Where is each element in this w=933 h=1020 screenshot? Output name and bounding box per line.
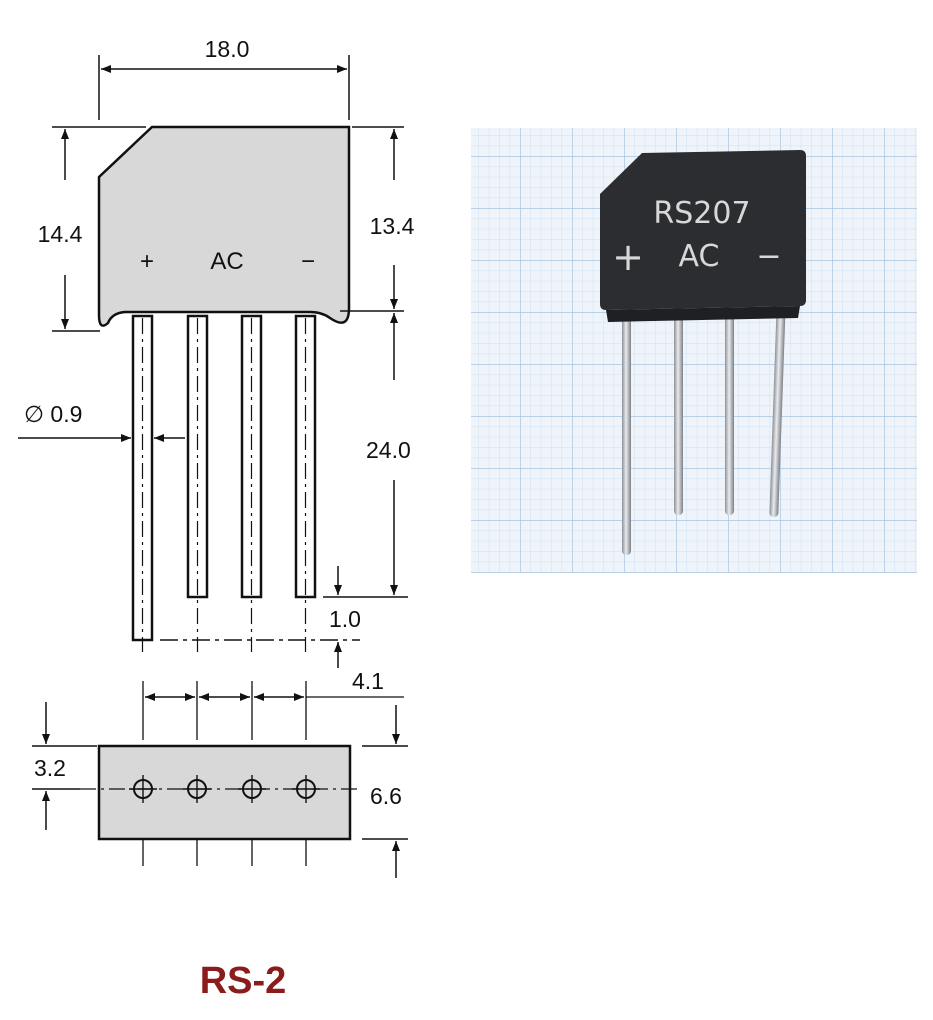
photo-lead-plus xyxy=(622,305,631,555)
dim-lead-length-label: 24.0 xyxy=(366,437,411,463)
dim-center-offset: 3.2 xyxy=(32,702,97,830)
photo-plus-mark: + xyxy=(612,235,644,279)
dim-center-offset-label: 3.2 xyxy=(34,755,66,781)
lead-plus xyxy=(131,314,154,652)
lead-holes xyxy=(129,775,320,866)
dim-pitch-label: 4.1 xyxy=(352,668,384,694)
dim-thickness: 6.6 xyxy=(362,705,408,878)
photo-minus-mark: − xyxy=(756,239,781,274)
lead-ac-2 xyxy=(240,314,263,652)
lead-ac-1 xyxy=(186,314,209,652)
dim-width-label: 18.0 xyxy=(205,36,250,62)
ac-mark: AC xyxy=(210,248,243,275)
dim-lead-diameter-label: ∅ 0.9 xyxy=(24,401,82,427)
dim-thickness-label: 6.6 xyxy=(370,783,402,809)
front-view: + AC − 18.0 14.4 13.4 xyxy=(18,36,415,668)
package-name: RS-2 xyxy=(200,960,287,1002)
lead-minus xyxy=(294,314,317,652)
dim-height-left: 14.4 xyxy=(38,126,146,332)
dim-lead-offset: 1.0 xyxy=(160,566,361,668)
dim-lead-length: 24.0 xyxy=(323,313,411,598)
photo-lead-ac-2 xyxy=(725,305,734,515)
bottom-view: 4.1 3.2 xyxy=(32,668,408,878)
package-body-front xyxy=(97,125,351,327)
dim-height-right: 13.4 xyxy=(340,126,415,312)
photo-lead-ac-1 xyxy=(674,305,683,515)
plus-mark: + xyxy=(140,248,154,275)
component-photo: RS207 + AC − xyxy=(471,128,917,573)
minus-mark: − xyxy=(301,248,315,275)
dim-height-left-label: 14.4 xyxy=(38,221,83,247)
photo-lead-minus xyxy=(769,305,786,517)
photo-package-body xyxy=(600,150,806,310)
photo-ac-mark: AC xyxy=(679,239,720,274)
dim-pitch: 4.1 xyxy=(142,668,404,740)
dim-height-right-label: 13.4 xyxy=(370,213,415,239)
dim-width: 18.0 xyxy=(98,36,350,120)
dim-lead-offset-label: 1.0 xyxy=(329,606,361,632)
dim-lead-diameter: ∅ 0.9 xyxy=(18,401,185,442)
package-body-bottom xyxy=(97,744,352,841)
photo-part-number: RS207 xyxy=(653,196,750,231)
